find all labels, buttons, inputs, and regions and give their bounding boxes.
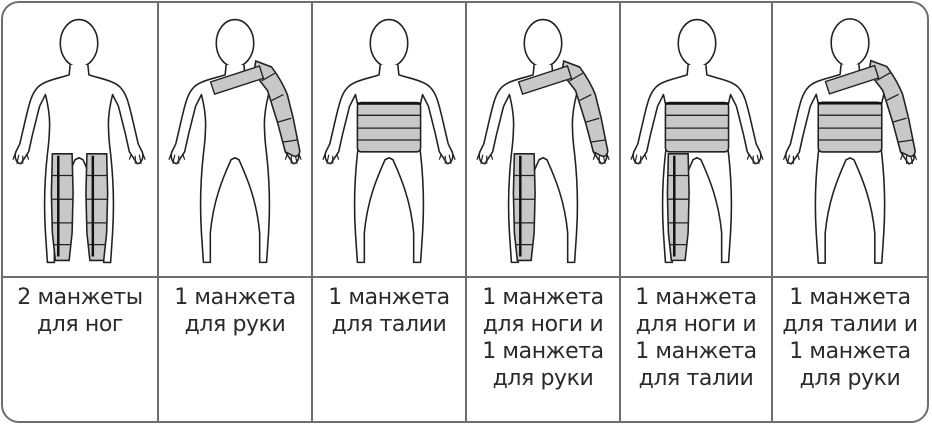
body-with-arm-cuff-icon [159,3,311,276]
panel-caption-4: 1 манжета для ноги и 1 манжета для руки [467,278,621,421]
body-with-waist-and-arm-cuffs-icon [773,3,927,276]
body-with-leg-and-arm-cuffs-icon [467,3,619,276]
panel-image-3 [313,3,467,278]
caption-line: для талии [621,365,771,392]
panel-image-2 [159,3,313,278]
panel-caption-2: 1 манжета для руки [159,278,313,421]
caption-line: 1 манжета [313,284,465,311]
panel-caption-3: 1 манжета для талии [313,278,467,421]
caption-line: для руки [467,365,619,392]
caption-line: для ноги и [621,311,771,338]
panel-image-5 [621,3,773,278]
body-with-waist-cuff-icon [313,3,465,276]
caption-line: для талии [313,311,465,338]
panel-caption-6: 1 манжета для талии и 1 манжета для руки [773,278,927,421]
panel-image-6 [773,3,927,278]
caption-line: 1 манжета [773,284,927,311]
caption-line: 1 манжета [467,338,619,365]
caption-line: 1 манжета [467,284,619,311]
body-with-leg-and-waist-cuffs-icon [621,3,771,276]
caption-line: 2 манжеты [3,284,157,311]
body-with-two-leg-cuffs-icon [3,3,157,276]
panel-image-4 [467,3,621,278]
panel-image-1 [3,3,159,278]
caption-line: для ноги и [467,311,619,338]
caption-line: для талии и [773,311,927,338]
panel-caption-5: 1 манжета для ноги и 1 манжета для талии [621,278,773,421]
caption-line: 1 манжета [773,338,927,365]
panel-caption-1: 2 манжеты для ног [3,278,159,421]
caption-line: 1 манжета [159,284,311,311]
caption-line: 1 манжета [621,284,771,311]
caption-line: для руки [159,311,311,338]
caption-line: 1 манжета [621,338,771,365]
caption-line: для руки [773,365,927,392]
caption-line: для ног [3,311,157,338]
